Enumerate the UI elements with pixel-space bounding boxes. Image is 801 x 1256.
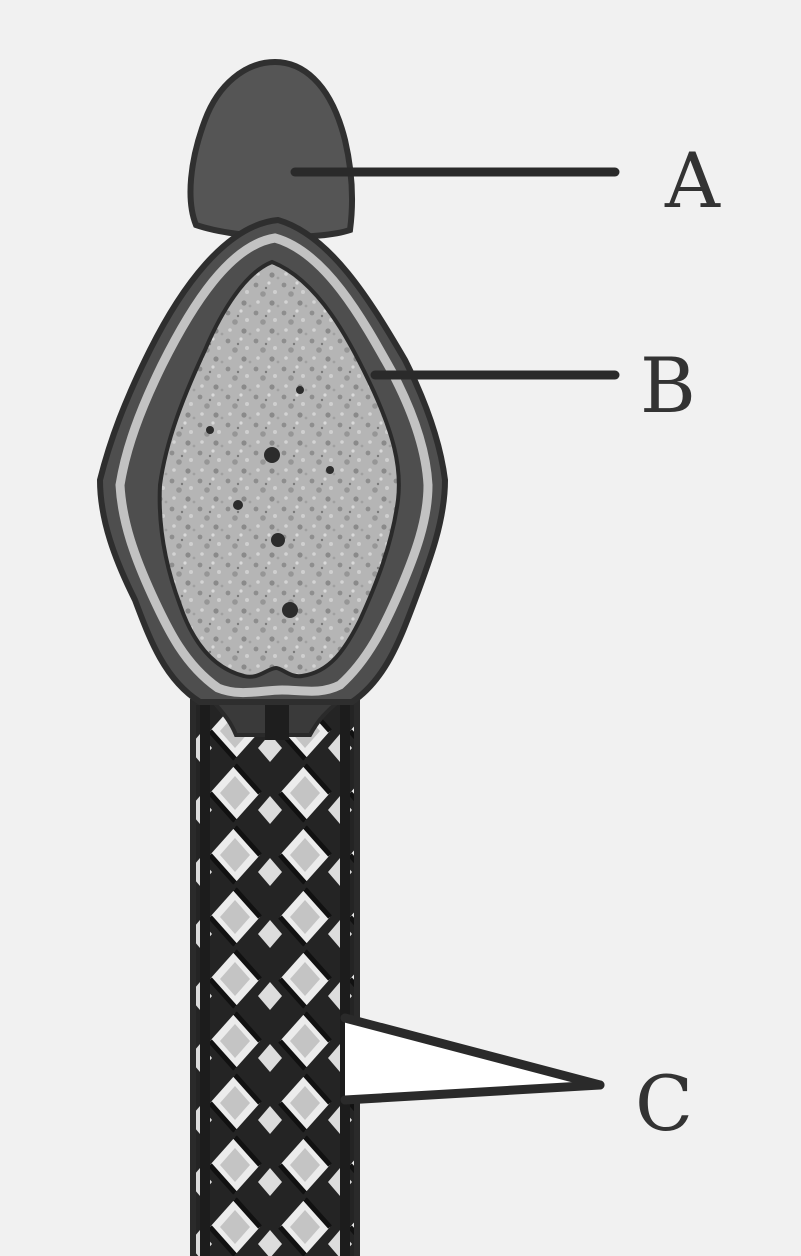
label-c: C <box>635 1059 693 1148</box>
acrosome <box>190 62 352 237</box>
neck-stripe <box>265 700 289 740</box>
pointer-c <box>345 1018 600 1100</box>
tail <box>193 702 357 1256</box>
label-a: A <box>664 136 721 225</box>
label-b: B <box>640 341 696 430</box>
